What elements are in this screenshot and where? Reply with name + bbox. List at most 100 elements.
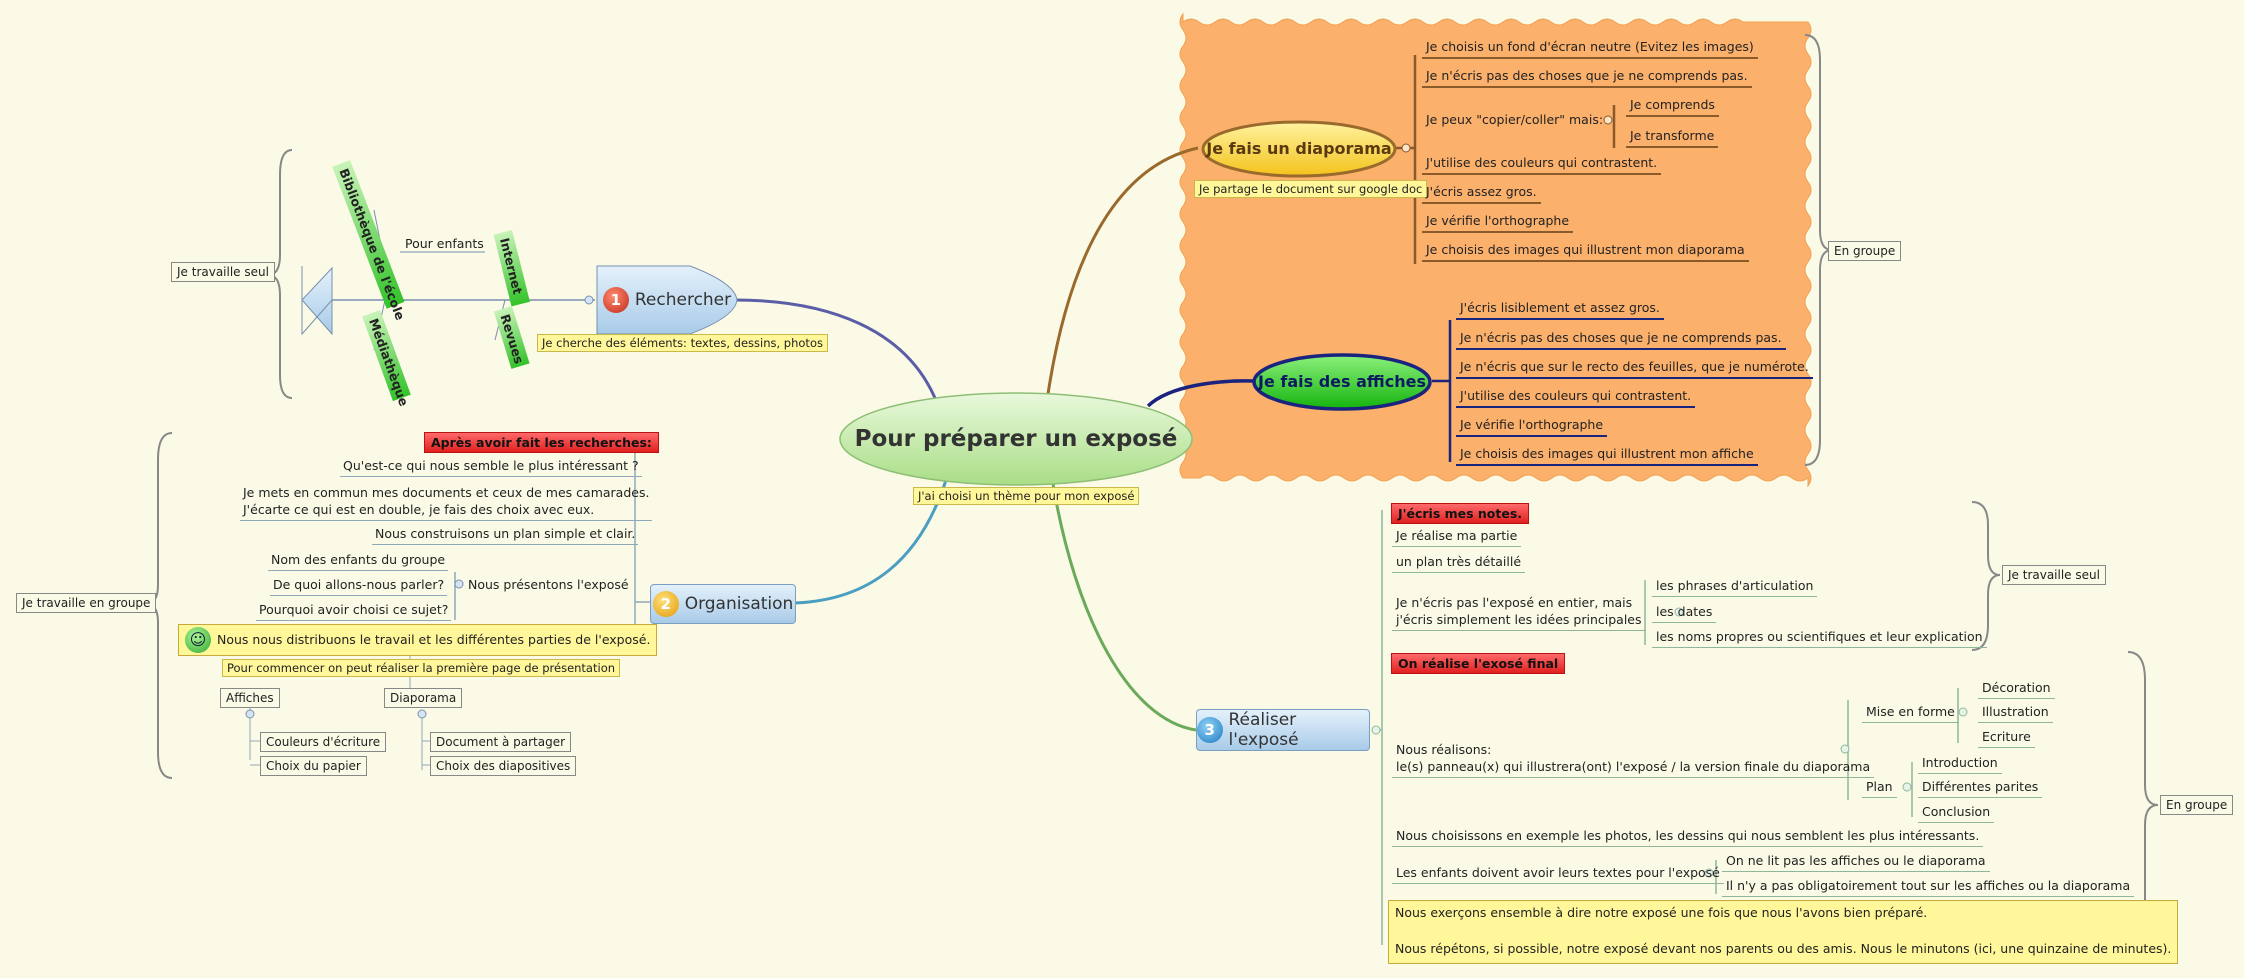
fishbone-head — [301, 266, 333, 336]
collapse-dot[interactable] — [245, 709, 255, 719]
pres-item-2: De quoi allons-nous parler? — [270, 577, 448, 596]
exercons-text: Nous exerçons ensemble à dire notre expo… — [1395, 905, 1928, 920]
org-red-header: Après avoir fait les recherches: — [424, 432, 659, 453]
diapo-sub-1: Je comprends — [1626, 97, 1719, 117]
n3-sub-2: les dates — [1652, 604, 1717, 623]
group-label-seul-right: Je travaille seul — [2002, 565, 2106, 585]
number-1-icon: 1 — [602, 287, 629, 313]
affiches-item-5: Je vérifie l'orthographe — [1456, 417, 1608, 437]
branch-rechercher — [734, 298, 937, 399]
group-label-en-groupe-1: En groupe — [1828, 241, 1902, 261]
diaporama-box[interactable]: Diaporama — [384, 688, 463, 708]
collapse-dot[interactable] — [1371, 725, 1381, 735]
org-q2-line-a: Je mets en commun mes documents et ceux … — [243, 485, 650, 500]
rechercher-note: Je cherche des éléments: textes, dessins… — [537, 334, 828, 352]
org-note: Pour commencer on peut réaliser la premi… — [222, 659, 621, 677]
affiches-item-1: J'écris lisiblement et assez gros. — [1456, 300, 1664, 320]
mise-item-1: Décoration — [1978, 680, 2055, 699]
fishbone-tail — [301, 266, 333, 336]
collapse-dot[interactable] — [1603, 115, 1613, 125]
collapse-dot[interactable] — [1704, 868, 1714, 878]
distrib-text: Nous nous distribuons le travail et les … — [217, 632, 651, 647]
diapo-item-6: Je vérifie l'orthographe — [1422, 213, 1574, 233]
rechercher-shape — [596, 265, 738, 335]
choix-item: Nous choisissons en exemple les photos, … — [1392, 828, 1984, 847]
collapse-dot[interactable] — [1958, 707, 1968, 717]
realisons-line-b: le(s) panneau(x) qui illustrera(ont) l'e… — [1396, 759, 1871, 774]
textes-item: Les enfants doivent avoir leurs textes p… — [1392, 865, 1724, 884]
notes-red-header: J'écris mes notes. — [1391, 503, 1530, 524]
collapse-dot[interactable] — [454, 579, 464, 589]
final-red-header: On réalise l'exosé final — [1391, 653, 1566, 674]
textes-sub-2: Il n'y a pas obligatoirement tout sur le… — [1722, 878, 2135, 897]
org-question-2: Je mets en commun mes documents et ceux … — [240, 484, 653, 521]
brace-travaille-seul-right — [1971, 501, 2001, 651]
org-question-1: Qu'est-ce qui nous semble le plus intére… — [340, 458, 642, 477]
diapo-item-1: Je choisis un fond d'écran neutre (Evite… — [1422, 39, 1758, 59]
diaporama-sub-1: Document à partager — [430, 732, 572, 752]
diapo-item-4: J'utilise des couleurs qui contrastent. — [1422, 155, 1662, 175]
central-topic-shape — [839, 392, 1193, 486]
affiches-sub-1: Couleurs d'écriture — [260, 732, 387, 752]
collapse-dot[interactable] — [417, 709, 427, 719]
diapo-item-2: Je n'écris pas des choses que je ne comp… — [1422, 68, 1752, 88]
diapo-item-5: J'écris assez gros. — [1422, 184, 1541, 204]
notes-item-3: Je n'écris pas l'exposé en entier, mais … — [1392, 594, 1646, 631]
rechercher-label: Rechercher — [634, 290, 732, 310]
affiches-sub-2: Choix du papier — [260, 756, 367, 776]
plan-item-1: Introduction — [1918, 755, 2002, 774]
notes-item-2: un plan très détaillé — [1392, 554, 1526, 573]
group-label-en-groupe-2: En groupe — [2160, 795, 2234, 815]
n3-sub-3: les noms propres ou scientifiques et leu… — [1652, 629, 1987, 648]
central-topic[interactable]: Pour préparer un exposé — [854, 426, 1178, 452]
collapse-dot[interactable] — [1401, 143, 1411, 153]
plan-item-2: Différentes parites — [1918, 779, 2043, 798]
pres-item-1: Nom des enfants du groupe — [268, 552, 449, 571]
affiches-box[interactable]: Affiches — [220, 688, 280, 708]
realisons: Nous réalisons: le(s) panneau(x) qui ill… — [1392, 741, 1875, 778]
branch-diaporama — [1046, 146, 1199, 395]
group-label-en-groupe-org: Je travaille en groupe — [16, 593, 157, 613]
affiches-topic[interactable]: Je fais des affiches — [1258, 372, 1426, 391]
spacer — [1395, 922, 2171, 940]
diaporama-note: Je partage le document sur google doc — [1194, 180, 1428, 198]
diapo-item-3: Je peux "copier/coller" mais: — [1426, 112, 1604, 127]
mise-en-forme: Mise en forme — [1862, 704, 1959, 723]
collapse-dot[interactable] — [1674, 607, 1684, 617]
pour-enfants-label: Pour enfants — [405, 236, 484, 251]
number-2-icon: 2 — [652, 591, 679, 617]
smiley-icon: ☺ — [185, 627, 211, 653]
collapse-dot[interactable] — [1902, 782, 1912, 792]
branch-affiches — [1146, 379, 1255, 408]
n3-sub-1: les phrases d'articulation — [1652, 578, 1818, 597]
diaporama-topic[interactable]: Je fais un diaporama — [1206, 139, 1392, 158]
pres-item-3: Pourquoi avoir choisi ce sujet? — [256, 602, 452, 621]
affiches-item-4: J'utilise des couleurs qui contrastent. — [1456, 388, 1696, 408]
organisation-topic[interactable]: 2 Organisation — [650, 584, 796, 624]
collapse-dot[interactable] — [584, 295, 594, 305]
repetition-box: Nous exerçons ensemble à dire notre expo… — [1388, 900, 2179, 964]
branch-realiser — [1050, 477, 1197, 732]
number-3-icon: 3 — [1197, 717, 1223, 743]
nous-presentons: Nous présentons l'exposé — [468, 577, 629, 592]
diaporama-topic-shape — [1201, 120, 1397, 178]
plan-label: Plan — [1862, 779, 1897, 798]
central-note: J'ai choisi un thème pour mon exposé — [913, 487, 1140, 505]
realisons-line-a: Nous réalisons: — [1396, 742, 1492, 757]
notes-item-3-line-b: j'écris simplement les idées principales — [1396, 612, 1642, 627]
collapse-dot[interactable] — [1840, 744, 1850, 754]
realiser-label: Réaliser l'exposé — [1228, 710, 1299, 750]
mise-item-3: Ecriture — [1978, 729, 2035, 748]
org-q2-line-b: J'écarte ce qui est en double, je fais d… — [243, 502, 595, 517]
plan-item-3: Conclusion — [1918, 804, 1995, 823]
group-label-seul: Je travaille seul — [171, 262, 275, 282]
affiches-item-6: Je choisis des images qui illustrent mon… — [1456, 446, 1758, 466]
organisation-label: Organisation — [684, 594, 794, 614]
affiches-item-3: Je n'écris que sur le recto des feuilles… — [1456, 359, 1813, 379]
rechercher-topic[interactable]: 1 Rechercher — [597, 284, 737, 316]
notes-item-1: Je réalise ma partie — [1392, 528, 1522, 547]
mise-item-2: Illustration — [1978, 704, 2053, 723]
realiser-topic[interactable]: 3 Réaliser l'exposé — [1196, 709, 1370, 751]
diaporama-sub-2: Choix des diapositives — [430, 756, 577, 776]
diapo-sub-2: Je transforme — [1626, 128, 1719, 148]
